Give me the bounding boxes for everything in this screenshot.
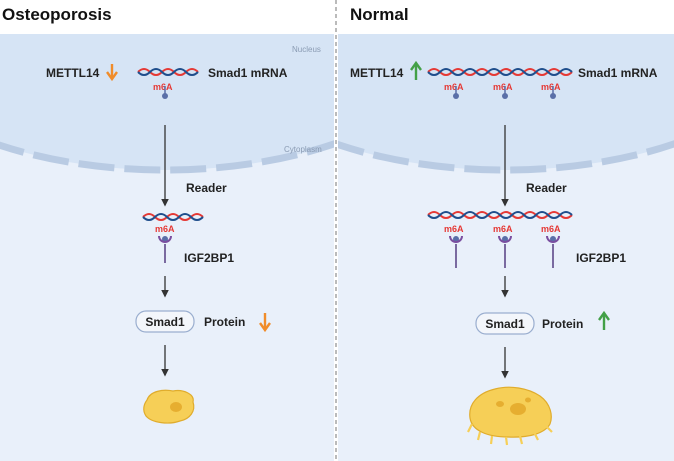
right-bound-m6a-label-2: m6A xyxy=(493,224,513,234)
left-writer-down-arrow-icon xyxy=(106,64,118,82)
left-mrna-label: Smad1 mRNA xyxy=(208,66,288,80)
left-bound-m6a-label: m6A xyxy=(155,224,175,234)
right-bound-m6a-label-3: m6A xyxy=(541,224,561,234)
left-writer-label: METTL14 xyxy=(46,66,100,80)
left-reader-protein-label: IGF2BP1 xyxy=(184,251,234,265)
right-reader-label: Reader xyxy=(526,181,567,195)
left-panel: Osteoporosis Nucleus Cytoplasm METTL14 m… xyxy=(0,5,334,461)
right-m6a-label-1: m6A xyxy=(444,82,464,92)
left-nucleus xyxy=(0,34,334,170)
left-reader-label: Reader xyxy=(186,181,227,195)
left-bone-cell-icon xyxy=(143,389,195,424)
right-mrna-label: Smad1 mRNA xyxy=(578,66,658,80)
right-protein-label: Protein xyxy=(542,317,583,331)
left-reader-protein-icon xyxy=(158,236,172,263)
left-smad1-label: Smad1 xyxy=(145,315,185,329)
right-smad1-box xyxy=(475,312,535,335)
left-protein-label: Protein xyxy=(204,315,245,329)
nucleus-label: Nucleus xyxy=(292,45,321,54)
left-m6a-label: m6A xyxy=(153,82,173,92)
right-mrna-icon xyxy=(427,68,573,76)
right-protein-up-arrow-icon xyxy=(598,310,610,330)
left-smad1-box xyxy=(135,310,195,333)
left-protein-down-arrow-icon xyxy=(259,313,271,333)
right-writer-up-arrow-icon xyxy=(410,60,422,80)
right-panel: Normal METTL14 m6A m6A m6A Smad1 mRNA Re… xyxy=(338,5,674,461)
left-mrna-icon xyxy=(137,68,199,76)
right-bone-cell-icon xyxy=(467,386,553,446)
cytoplasm-label: Cytoplasm xyxy=(284,145,322,154)
right-m6a-label-2: m6A xyxy=(493,82,513,92)
left-bound-mrna-icon xyxy=(142,213,204,221)
left-m6a-mark-icon xyxy=(162,86,168,99)
right-bound-mrna-icon xyxy=(427,211,573,219)
right-panel-title: Normal xyxy=(350,5,409,24)
right-reader-proteins-icon xyxy=(449,236,560,268)
right-nucleus xyxy=(338,34,674,170)
right-m6a-label-3: m6A xyxy=(541,82,561,92)
right-reader-protein-label: IGF2BP1 xyxy=(576,251,626,265)
right-smad1-label: Smad1 xyxy=(485,317,525,331)
right-writer-label: METTL14 xyxy=(350,66,404,80)
left-panel-title: Osteoporosis xyxy=(2,5,112,24)
right-bound-m6a-label-1: m6A xyxy=(444,224,464,234)
right-m6a-marks-icon xyxy=(453,86,556,99)
